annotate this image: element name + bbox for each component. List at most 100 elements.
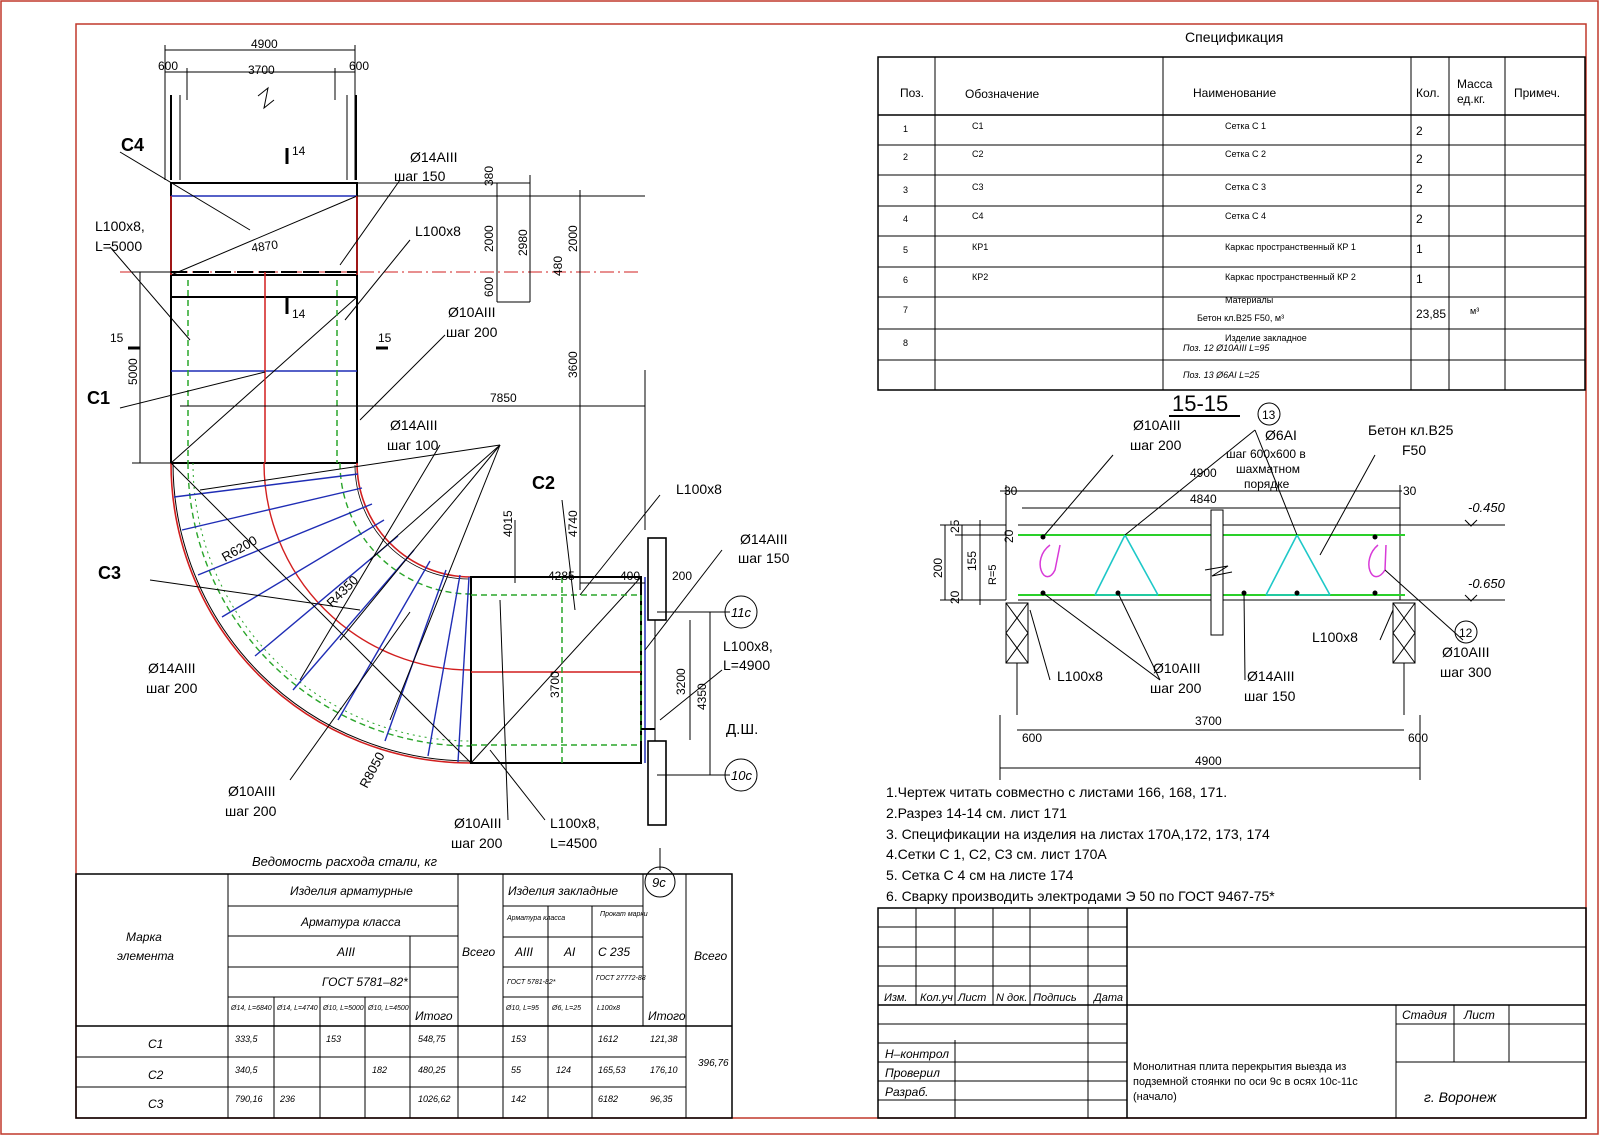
axis-10c-circle [724, 758, 758, 792]
stamp-city: г. Воронеж [1424, 1089, 1498, 1105]
sec-rebar-14-150-step: шаг 150 [1244, 688, 1296, 704]
spec-header-designation: Обозначение [965, 87, 1040, 101]
stamp-role-ncontrol: Н–контрол [885, 1047, 949, 1061]
sec-dim-600b: 600 [1408, 731, 1428, 745]
sec-rebar-10-200b-step: шаг 200 [1150, 680, 1202, 696]
axis-11c-circle [724, 595, 758, 629]
spec-table [877, 56, 1586, 391]
spec-row-name: Сетка С 1 [1225, 121, 1266, 131]
mark-13: 13 [1262, 408, 1276, 422]
rebar-14-150-right-step: шаг 150 [738, 550, 790, 566]
dim-5000: 5000 [126, 358, 140, 385]
dim-200: 200 [672, 569, 692, 583]
steel-row-value: 96,35 [650, 1094, 674, 1104]
dim-2000a: 2000 [482, 225, 496, 252]
spec-row-designation: С2 [972, 149, 984, 159]
note-5: 5. Сетка С 4 см на листе 174 [886, 867, 1074, 883]
steel-col-label: Ø10, L=5000 [322, 1005, 364, 1012]
l100-5000-label: L100x8, [95, 218, 145, 234]
steel-row-value: 1026,62 [418, 1094, 451, 1104]
level-minus-650: -0.650 [1468, 576, 1506, 591]
steel-total-header: Всего [462, 945, 495, 959]
steel-row-value: 121,38 [650, 1034, 678, 1044]
rebar-10-200-bot-label: Ø10AIII [454, 815, 501, 831]
spec-row-designation: С1 [972, 121, 984, 131]
notes: 1.Чертеж читать совместно с листами 166,… [886, 784, 1275, 904]
spec-row-name: Изделие закладное [1225, 333, 1307, 343]
axis-11c-label: 11с [731, 605, 751, 620]
steel-emb-c235: С 235 [598, 945, 630, 959]
stamp-desc-3: (начало) [1133, 1091, 1177, 1103]
spec-row7-sub: Бетон кл.В25 F50, м³ [1197, 313, 1284, 323]
spec-row-qty: 2 [1416, 182, 1423, 196]
steel-row-mark: С1 [148, 1037, 163, 1051]
rebar-14-200-step: шаг 200 [146, 680, 198, 696]
rebar-14-100-step: шаг 100 [387, 437, 439, 453]
steel-row-value: 176,10 [650, 1065, 678, 1075]
stamp-role-checked: Проверил [885, 1066, 940, 1080]
spec-header-pos: Поз. [900, 86, 924, 100]
note-2: 2.Разрез 14-14 см. лист 171 [886, 805, 1067, 821]
steel-emb-gost2: ГОСТ 27772-88 [596, 975, 646, 982]
note-3: 3. Спецификации на изделия на листах 170… [886, 826, 1270, 842]
spec-row-qty: 23,85 [1416, 307, 1446, 321]
dim-3700: 3700 [248, 63, 275, 77]
steel-grand-total: 396,76 [698, 1058, 729, 1069]
section-14-mid: 14 [292, 307, 306, 321]
dim-2000b: 2000 [566, 225, 580, 252]
title-block [877, 907, 1587, 1119]
rebar-10-200-bot-step: шаг 200 [451, 835, 503, 851]
steel-emb-steel: Прокат марки [600, 911, 648, 918]
spec-row-name: Каркас пространственный КР 1 [1225, 242, 1356, 252]
rebar-14-150-label: Ø14AIII [410, 149, 457, 165]
spec-row-name: Сетка С 2 [1225, 149, 1266, 159]
radius-4350: R4350 [324, 572, 362, 610]
plan-labels: 4900 600 3700 600 C4 C1 C2 C3 14 14 15 1… [87, 37, 790, 890]
radius-6200: R6200 [219, 532, 260, 564]
sec-dim-20a: 20 [1002, 529, 1016, 543]
steel-col-label: Ø14, L=6840 [230, 1005, 272, 1012]
steel-grand-total-header: Всего [694, 949, 727, 963]
steel-row-mark: С3 [148, 1097, 164, 1111]
sec-dim-3700: 3700 [1195, 714, 1222, 728]
l100-4500-length: L=4500 [550, 835, 597, 851]
steel-rebar-products: Изделия арматурные [290, 884, 413, 898]
rebar-14-200-label: Ø14AIII [148, 660, 195, 676]
dim-4900: 4900 [251, 37, 278, 51]
axis-9c-label: 9с [652, 875, 666, 890]
steel-row-value: 236 [279, 1094, 295, 1104]
sec-rebar-10-300-step: шаг 300 [1440, 664, 1492, 680]
steel-col-label: L100x8 [597, 1005, 620, 1012]
spec-row-pos: 1 [903, 124, 908, 134]
dim-7850: 7850 [490, 391, 517, 405]
mesh-c3-label: C3 [98, 563, 121, 583]
steel-table [75, 873, 733, 1119]
spec-row-name: Каркас пространственный КР 2 [1225, 272, 1356, 282]
dim-3600: 3600 [566, 351, 580, 378]
steel-row-value: 153 [326, 1034, 341, 1044]
stamp-col-label: Кол.уч [920, 992, 953, 1004]
spec-row-pos: 6 [903, 275, 908, 285]
dim-4015: 4015 [501, 510, 515, 537]
section-title: 15-15 [1172, 391, 1228, 416]
steel-emb-ai: AI [563, 945, 576, 959]
dim-4285: 4285 [548, 569, 575, 583]
spec-row-designation: КР2 [972, 272, 988, 282]
steel-rebar-class: Арматура класса [300, 915, 401, 929]
sec-rebar-10-200b-label: Ø10AIII [1153, 660, 1200, 676]
steel-row-mark: С2 [148, 1068, 164, 1082]
spec-row-pos: 2 [903, 152, 908, 162]
spec-row-qty: 1 [1416, 272, 1423, 286]
inner-border [75, 23, 1587, 1119]
steel-col-label: Итого [415, 1009, 453, 1023]
dim-380: 380 [482, 166, 496, 186]
l100-5000-length: L=5000 [95, 238, 142, 254]
spec-header-name: Наименование [1193, 86, 1277, 100]
plan-view [109, 45, 758, 898]
sec-dim-600a: 600 [1022, 731, 1042, 745]
l100-top-label: L100x8 [415, 223, 461, 239]
spec-row-qty: 2 [1416, 212, 1423, 226]
dim-4870: 4870 [250, 237, 279, 255]
dim-3200: 3200 [674, 668, 688, 695]
